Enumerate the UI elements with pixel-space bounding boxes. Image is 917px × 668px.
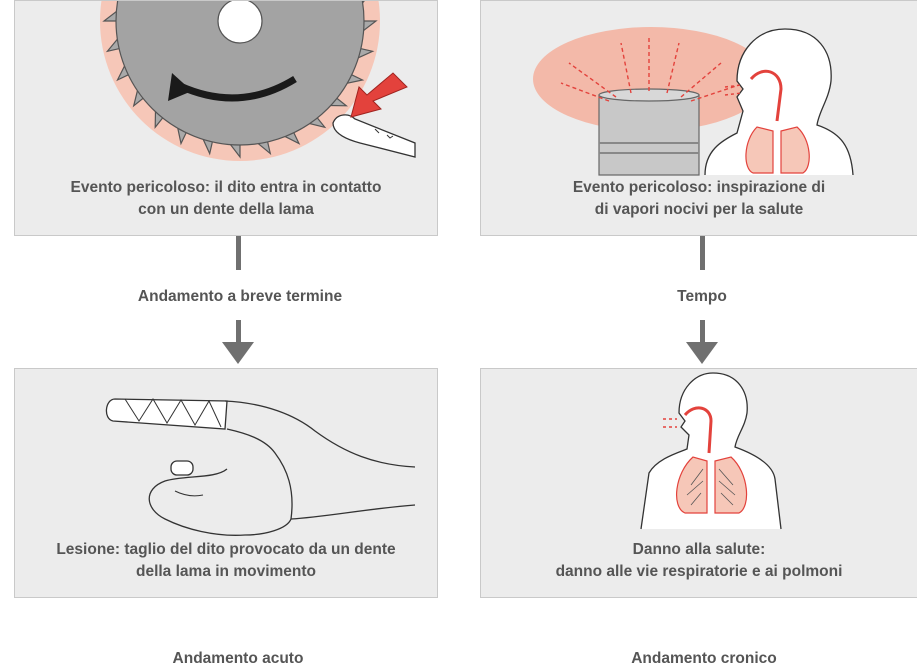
caption-line: Evento pericoloso: inspirazione di — [572, 179, 826, 196]
vapor-inhalation-icon — [533, 27, 854, 176]
panel-hazard-vapors: Evento pericoloso: inspirazione di di va… — [480, 0, 917, 236]
caption-line: Evento pericoloso: il dito entra in cont… — [70, 179, 382, 196]
connector-line — [700, 236, 705, 270]
saw-blade-icon — [100, 1, 416, 161]
arrow-down-icon — [222, 342, 254, 364]
column-title-left: Andamento acuto — [172, 650, 304, 667]
connector-line — [236, 320, 241, 346]
panel-injury-finger: Lesione: taglio del dito provocato da un… — [14, 368, 438, 598]
caption-line: danno alle vie respiratorie e ai polmoni — [555, 563, 843, 580]
connector-line — [236, 236, 241, 270]
caption-line: di vapori nocivi per la salute — [594, 201, 804, 218]
transition-label-left: Andamento a breve termine — [137, 288, 343, 305]
caption-line: della lama in movimento — [135, 563, 317, 580]
arrow-down-icon — [686, 342, 718, 364]
column-title-right: Andamento cronico — [631, 650, 777, 667]
panel-hazard-finger: Evento pericoloso: il dito entra in cont… — [14, 0, 438, 236]
damaged-lungs-icon — [640, 372, 782, 530]
bandaged-hand-icon — [105, 398, 416, 536]
panel-health-damage: Danno alla salute: danno alle vie respir… — [480, 368, 917, 598]
caption-line: Lesione: taglio del dito provocato da un… — [56, 541, 396, 558]
connector-line — [700, 320, 705, 346]
caption-line: con un dente della lama — [138, 201, 314, 218]
transition-label-right: Tempo — [677, 288, 727, 305]
caption-line: Danno alla salute: — [632, 541, 766, 558]
